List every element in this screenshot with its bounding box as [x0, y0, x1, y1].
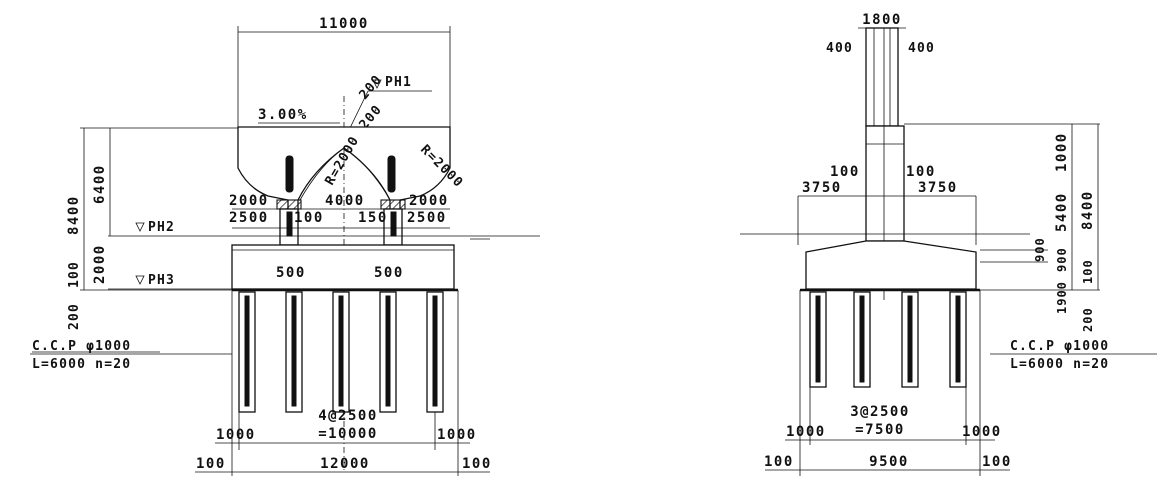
right-elevation: 1800 400 400 1000 100 100 3750 3750 [740, 12, 1157, 476]
cap-right-dim: 500 [374, 265, 404, 281]
right-height-top: 1000 [1054, 132, 1070, 172]
ph2-marker: PH2 [108, 220, 540, 240]
row2-a: 2500 [229, 210, 269, 226]
left-pile-length: L=6000 n=20 [32, 357, 131, 372]
ph2-label: PH2 [148, 220, 175, 235]
right-top-column [865, 27, 899, 127]
right-column [865, 125, 905, 242]
left-pile-spacing-total: =10000 [318, 426, 378, 442]
right-height-e: 200 [1081, 307, 1095, 332]
right-wing-right: 3750 [918, 180, 958, 196]
left-top-dimension: 11000 [237, 16, 451, 130]
right-height-total: 8400 [1080, 190, 1096, 230]
ph1-label: PH1 [385, 75, 412, 90]
left-footing [231, 244, 455, 290]
right-height-b: 900 [1055, 247, 1069, 272]
right-piles [809, 291, 967, 388]
ph3-label: PH3 [148, 273, 175, 288]
left-edge-right: 1000 [437, 427, 477, 443]
left-pile-spec: C.C.P φ1000 [32, 339, 131, 354]
right-stem-left: 100 [830, 164, 860, 180]
right-outer-left: 100 [764, 454, 794, 470]
right-height-c: 100 [1081, 259, 1095, 284]
drain-slot-right [387, 155, 396, 193]
row2-c: 150 [358, 210, 388, 226]
right-footing [805, 240, 977, 290]
left-edge-left: 1000 [216, 427, 256, 443]
row2-d: 2500 [407, 210, 447, 226]
right-pile-length: L=6000 n=20 [1010, 357, 1109, 372]
left-outer-left: 100 [196, 456, 226, 472]
bearing-left [276, 199, 302, 210]
slope-label: 3.00% [258, 107, 308, 123]
column-right-core [390, 211, 397, 237]
right-wing-left: 3750 [802, 180, 842, 196]
left-pile-spacing: 4@2500 [318, 408, 378, 424]
right-height-d: 1900 [1055, 281, 1069, 314]
right-stem-right: 100 [906, 164, 936, 180]
left-height-cap: 2000 [92, 244, 108, 284]
bearing-row-left: 2000 [229, 193, 269, 209]
right-edge-left: 1000 [786, 424, 826, 440]
drain-slot-left [285, 155, 294, 193]
bearing-row-mid: 4000 [325, 193, 365, 209]
left-top-width-label: 11000 [319, 16, 369, 32]
right-pile-spacing-total: =7500 [855, 422, 905, 438]
left-elevation: 11000 PH1 3.00% 200 200 R=2000 R=2000 [30, 16, 540, 476]
left-height-pier: 6400 [92, 164, 108, 204]
column-left-core [286, 211, 293, 237]
left-height-total: 8400 [66, 195, 82, 235]
right-edge-right: 1000 [962, 424, 1002, 440]
right-pile-spec: C.C.P φ1000 [1010, 339, 1109, 354]
left-height-bot2: 200 [67, 303, 82, 330]
ph3-marker: PH3 [108, 273, 232, 290]
right-footing-width: 9500 [869, 454, 909, 470]
left-piles [238, 291, 444, 413]
left-height-bot: 100 [67, 261, 82, 288]
right-height-mid: 5400 [1054, 192, 1070, 232]
left-footing-width: 12000 [320, 456, 370, 472]
dim-200-a: 200 [357, 72, 386, 102]
bearing-row-right: 2000 [409, 193, 449, 209]
right-outer-right: 100 [982, 454, 1012, 470]
left-outer-right: 100 [462, 456, 492, 472]
bearing-right [380, 199, 406, 210]
right-top-left: 400 [826, 41, 853, 56]
cap-left-dim: 500 [276, 265, 306, 281]
ph1-marker: PH1 [349, 75, 432, 129]
right-top-right: 400 [908, 41, 935, 56]
right-top-width: 1800 [862, 12, 902, 28]
row2-b: 100 [294, 210, 324, 226]
right-pile-spacing: 3@2500 [850, 404, 910, 420]
